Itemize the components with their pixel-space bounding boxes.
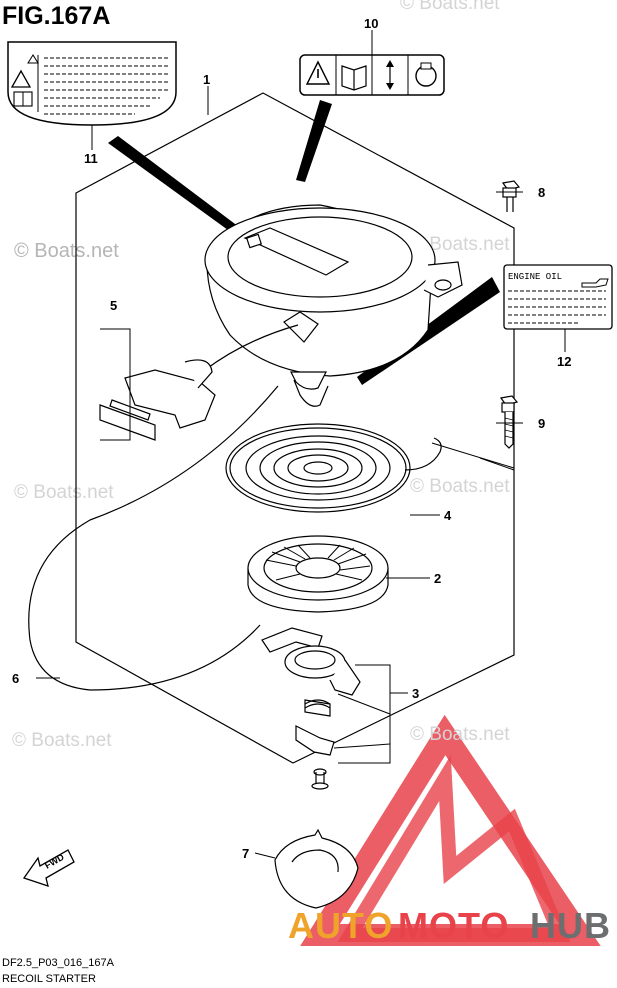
starter-rope (28, 324, 299, 691)
pointer-wedge-label-10 (296, 100, 332, 182)
figure-code: DF2.5_P03_016_167A (2, 957, 115, 969)
starter-reel (247, 535, 389, 613)
callout-5: 5 (110, 298, 117, 313)
starter-case (204, 204, 463, 407)
ratchet-set (261, 627, 361, 790)
bolt-item-9 (499, 395, 519, 449)
warning-label (7, 41, 177, 126)
recoil-spring (225, 423, 442, 513)
watermark-boats-net-low-right: © Boats.net (410, 724, 510, 745)
engine-oil-label: ENGINE OIL (503, 264, 613, 330)
brand-auto: AUTO (288, 905, 393, 946)
automotohub-wordmark: AUTO MOTO HUB (288, 905, 611, 946)
starter-plate (274, 828, 359, 909)
figure-title: FIG.167A (2, 2, 110, 30)
brand-hub: HUB (530, 905, 611, 946)
callout-9: 9 (538, 416, 545, 431)
watermark-boats-net-low-left: © Boats.net (12, 730, 112, 751)
callout-11: 11 (84, 151, 98, 166)
watermark-boats-net: © Boats.net (14, 240, 119, 262)
callout-10: 10 (364, 16, 378, 31)
callout-7: 7 (242, 846, 249, 861)
watermark-boats-net-mid-right: © Boats.net (410, 476, 510, 497)
callout-4: 4 (444, 508, 452, 523)
watermark-boats-net-mid-left: © Boats.net (14, 482, 114, 503)
watermark-boats-net-right: © Boats.net (410, 234, 510, 255)
leader-lines (36, 30, 566, 859)
fwd-arrow: FWD (22, 849, 75, 887)
pictogram-label (299, 54, 445, 96)
callout-3: 3 (412, 686, 419, 701)
starter-handle (99, 359, 216, 441)
bolt-item-8 (501, 180, 521, 212)
pointer-wedge-label-11 (108, 136, 255, 246)
callout-1: 1 (203, 72, 210, 87)
callout-12: 12 (557, 354, 571, 369)
brand-moto: MOTO (398, 905, 509, 946)
assembly-boundary (75, 92, 515, 764)
callout-2: 2 (434, 571, 441, 586)
engine-oil-label-text: ENGINE OIL (508, 272, 562, 282)
watermark-boats-net-top: © Boats.net (400, 0, 500, 14)
figure-name: RECOIL STARTER (2, 973, 96, 985)
callout-6: 6 (12, 671, 19, 686)
callout-8: 8 (538, 185, 545, 200)
automotohub-logo (300, 714, 601, 946)
